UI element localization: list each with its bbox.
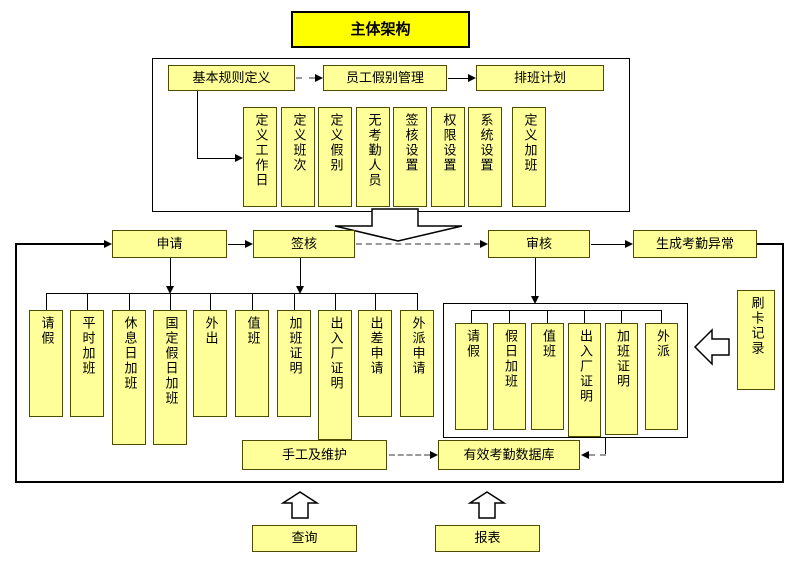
connector-line xyxy=(584,310,585,323)
connector-line xyxy=(509,310,510,323)
node-on-duty: 值班 xyxy=(235,310,269,417)
arrow-right-icon xyxy=(480,240,488,248)
connector-line xyxy=(547,310,548,323)
left-block-arrow-icon xyxy=(693,328,730,366)
arrow-right-icon xyxy=(235,154,243,162)
node-signoff-settings: 签核设置 xyxy=(393,107,427,207)
arrow-left-icon xyxy=(581,451,589,459)
rail-line xyxy=(471,310,662,311)
node-card-swipe-record: 刷卡记录 xyxy=(737,290,775,390)
node-business-trip-apply: 出差申请 xyxy=(358,310,392,417)
connector-line xyxy=(129,293,130,310)
connector-line xyxy=(210,293,211,310)
connector-line xyxy=(471,310,472,323)
arrow-right-icon xyxy=(315,74,323,82)
loop-line xyxy=(15,481,784,483)
node-manual-maintenance: 手工及维护 xyxy=(242,440,387,470)
node-basic-rule-definition: 基本规则定义 xyxy=(168,65,295,91)
connector-line xyxy=(417,293,418,310)
rail-line xyxy=(46,293,418,294)
connector-line xyxy=(661,310,662,323)
connector-line xyxy=(605,438,606,455)
node-r-on-duty: 值班 xyxy=(531,323,564,430)
node-define-leave-type: 定义假别 xyxy=(318,107,352,207)
connector-line xyxy=(170,258,171,287)
connector-line xyxy=(294,293,295,310)
arrow-right-icon xyxy=(245,240,253,248)
node-define-overtime: 定义加班 xyxy=(512,107,546,207)
node-factory-inout-certificate: 出入厂证明 xyxy=(318,310,352,440)
node-overtime-certificate: 加班证明 xyxy=(277,310,311,417)
node-review: 审核 xyxy=(488,230,590,258)
node-sign-off: 签核 xyxy=(253,230,355,258)
connector-line xyxy=(197,91,198,158)
connector-line xyxy=(300,258,301,287)
connector-line xyxy=(46,293,47,310)
loop-line xyxy=(757,243,784,245)
node-valid-attendance-database: 有效考勤数据库 xyxy=(438,440,580,470)
node-define-shift: 定义班次 xyxy=(281,107,315,207)
node-restday-overtime: 休息日加班 xyxy=(112,310,146,445)
arrow-right-icon xyxy=(625,240,633,248)
connector-line xyxy=(197,158,235,159)
connector-line xyxy=(375,293,376,310)
node-apply: 申请 xyxy=(112,230,227,258)
node-r-leave-request: 请假 xyxy=(455,323,488,430)
node-define-workday: 定义工作日 xyxy=(243,107,277,207)
loop-line xyxy=(15,243,104,245)
node-leave-request: 请假 xyxy=(29,310,63,417)
up-block-arrow-icon xyxy=(280,491,320,519)
node-r-factory-inout-certificate: 出入厂证明 xyxy=(568,323,601,437)
node-system-settings: 系统设置 xyxy=(468,107,502,207)
connector-line xyxy=(589,454,606,456)
connector-line xyxy=(591,244,626,245)
connector-line xyxy=(448,78,469,79)
connector-line xyxy=(535,258,536,297)
arrow-right-icon xyxy=(430,451,438,459)
connector-line xyxy=(335,293,336,310)
loop-line xyxy=(15,243,17,483)
node-r-dispatch: 外派 xyxy=(645,323,678,430)
node-r-holiday-overtime: 假日加班 xyxy=(493,323,526,430)
arrow-down-icon xyxy=(531,296,539,304)
node-going-out: 外出 xyxy=(193,310,227,417)
connector-line xyxy=(296,77,315,79)
connector-line xyxy=(228,244,246,245)
node-employee-leave-management: 员工假别管理 xyxy=(323,65,447,91)
node-national-holiday-overtime: 国定假日加班 xyxy=(153,310,187,445)
connector-line xyxy=(87,293,88,310)
review-group-frame xyxy=(443,303,688,438)
down-block-arrow-icon xyxy=(334,208,463,242)
node-permission-settings: 权限设置 xyxy=(431,107,465,207)
node-report: 报表 xyxy=(435,525,540,552)
arrow-right-icon xyxy=(468,74,476,82)
main-architecture-title: 主体架构 xyxy=(291,11,470,48)
node-r-overtime-certificate: 加班证明 xyxy=(605,323,638,435)
connector-line xyxy=(621,310,622,323)
connector-line xyxy=(252,293,253,310)
node-query: 查询 xyxy=(252,525,357,552)
node-weekday-overtime: 平时加班 xyxy=(70,310,104,417)
connector-line xyxy=(356,243,480,245)
arrow-down-icon xyxy=(296,286,304,294)
arrow-right-icon xyxy=(104,240,112,248)
arrow-down-icon xyxy=(166,286,174,294)
node-generate-attendance-exception: 生成考勤异常 xyxy=(633,230,757,258)
up-block-arrow-icon xyxy=(467,491,507,519)
loop-line xyxy=(782,243,784,483)
node-scheduling-plan: 排班计划 xyxy=(476,65,604,91)
node-no-attendance-staff: 无考勤人员 xyxy=(356,107,390,207)
connector-line xyxy=(389,454,430,456)
node-dispatch-apply: 外派申请 xyxy=(400,310,434,417)
connector-line xyxy=(170,293,171,310)
